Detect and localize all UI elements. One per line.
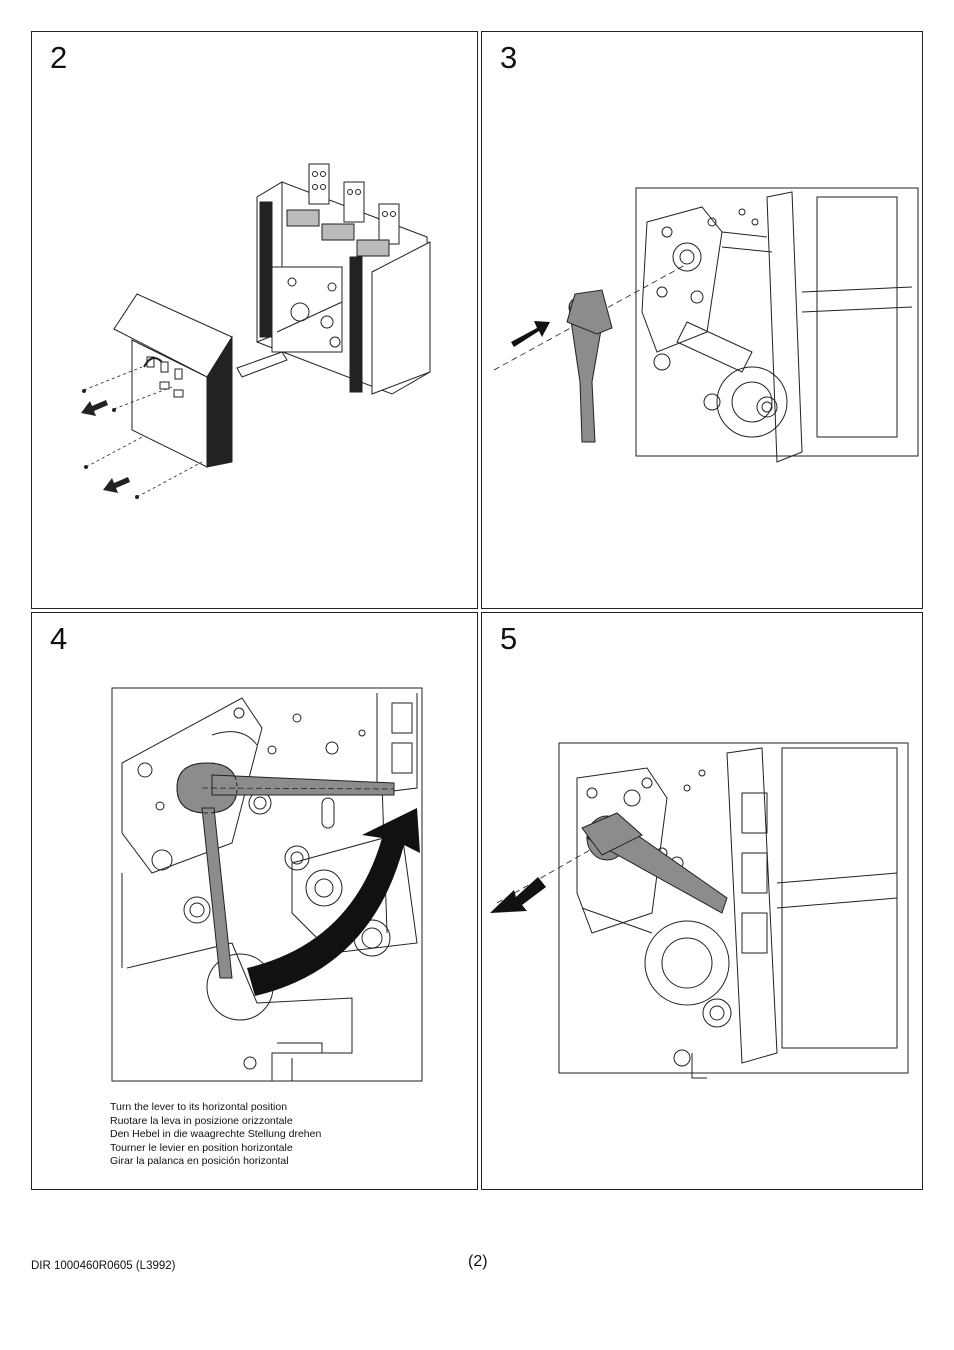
instruction-fr: Tourner le levier en position horizontal… <box>110 1141 293 1154</box>
lever-rotation-illustration <box>111 687 423 1082</box>
step-4-number: 4 <box>50 621 68 656</box>
step-2-panel: 2 <box>31 31 478 609</box>
page-number: (2) <box>468 1253 488 1270</box>
document-code: DIR 1000460R0605 (L3992) <box>31 1260 176 1272</box>
step-4-instruction: Turn the lever to its horizontal positio… <box>110 1101 321 1169</box>
step-5-panel: 5 <box>481 612 923 1190</box>
lever-insertion-illustration <box>493 187 919 463</box>
step-4-panel: 4 <box>31 612 478 1190</box>
instruction-it: Ruotare la leva in posizione orizzontale <box>110 1114 293 1127</box>
instruction-de: Den Hebel in die waagrechte Stellung dre… <box>110 1128 322 1140</box>
step-2-number: 2 <box>50 40 68 75</box>
step-3-panel: 3 <box>481 31 923 609</box>
lever-removal-illustration <box>490 742 909 1079</box>
breaker-cover-removal-illustration <box>81 163 431 499</box>
instruction-en: Turn the lever to its horizontal positio… <box>110 1101 288 1113</box>
instruction-es: Girar la palanca en posición horizontal <box>110 1155 289 1167</box>
step-3-number: 3 <box>500 40 518 75</box>
step-5-number: 5 <box>500 621 518 656</box>
